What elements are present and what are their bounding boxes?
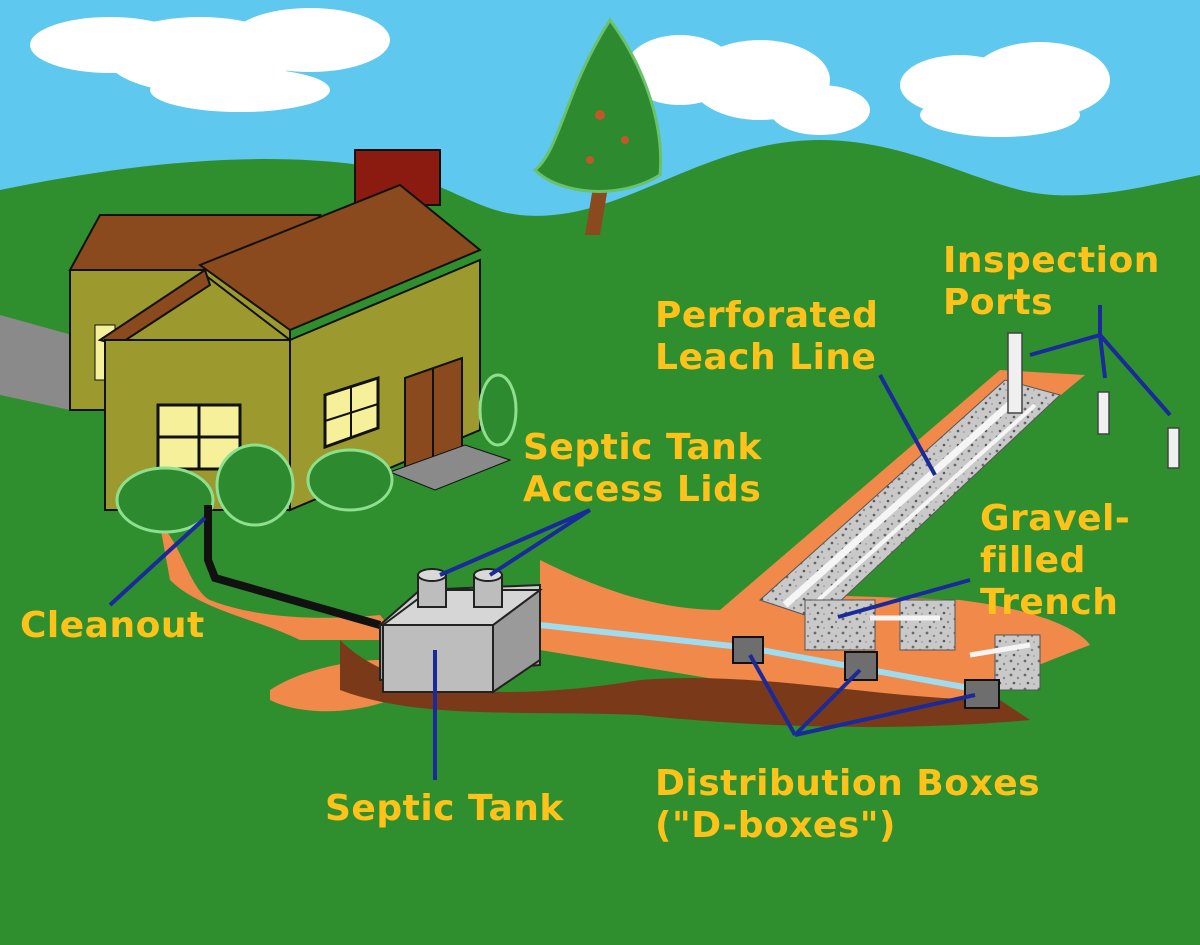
- bushes: [115, 373, 518, 534]
- distribution-boxes: [732, 636, 1000, 709]
- road: [0, 315, 90, 410]
- leader-cleanout: [108, 516, 207, 607]
- leader-lines: [108, 305, 1172, 780]
- label-septic-tank: Septic Tank: [325, 788, 564, 829]
- leader-leach-line: [878, 374, 937, 476]
- label-distribution-boxes: Distribution Boxes ("D-boxes"): [655, 763, 1040, 847]
- inspection-ports: [1007, 332, 1180, 469]
- sewer-line: [204, 505, 382, 629]
- label-cleanout: Cleanout: [20, 605, 205, 646]
- label-line: Ports: [943, 282, 1054, 323]
- label-line: Trench: [980, 582, 1119, 623]
- leader-d-boxes: [748, 654, 976, 737]
- soil-dark-floor: [340, 640, 1030, 727]
- leader-access-lids: [439, 508, 592, 577]
- tree: [532, 17, 663, 235]
- label-line: filled: [980, 540, 1086, 581]
- label-line: Distribution Boxes: [655, 763, 1041, 804]
- septic-tank: [377, 568, 544, 694]
- soil-house-trench: [160, 525, 400, 640]
- label-line: Septic Tank: [523, 427, 762, 468]
- clouds: [30, 8, 1110, 137]
- gravel-block: [994, 634, 1041, 691]
- label-gravel-filled-trench: Gravel- filled Trench: [980, 498, 1130, 624]
- label-line: Leach Line: [655, 337, 877, 378]
- perforated-pipe: [782, 392, 1023, 608]
- leader-gravel-trench: [837, 578, 971, 619]
- label-line: Inspection: [943, 240, 1160, 281]
- label-line: Access Lids: [523, 469, 762, 510]
- label-perforated-leach-line: Perforated Leach Line: [655, 295, 878, 379]
- label-line: Gravel-: [980, 498, 1131, 539]
- label-inspection-ports: Inspection Ports: [943, 240, 1160, 324]
- leader-inspection-ports: [1029, 305, 1172, 417]
- label-line: Perforated: [655, 295, 879, 336]
- label-line: ("D-boxes"): [655, 805, 896, 846]
- gravel-block: [899, 599, 956, 651]
- label-septic-tank-access-lids: Septic Tank Access Lids: [523, 427, 762, 511]
